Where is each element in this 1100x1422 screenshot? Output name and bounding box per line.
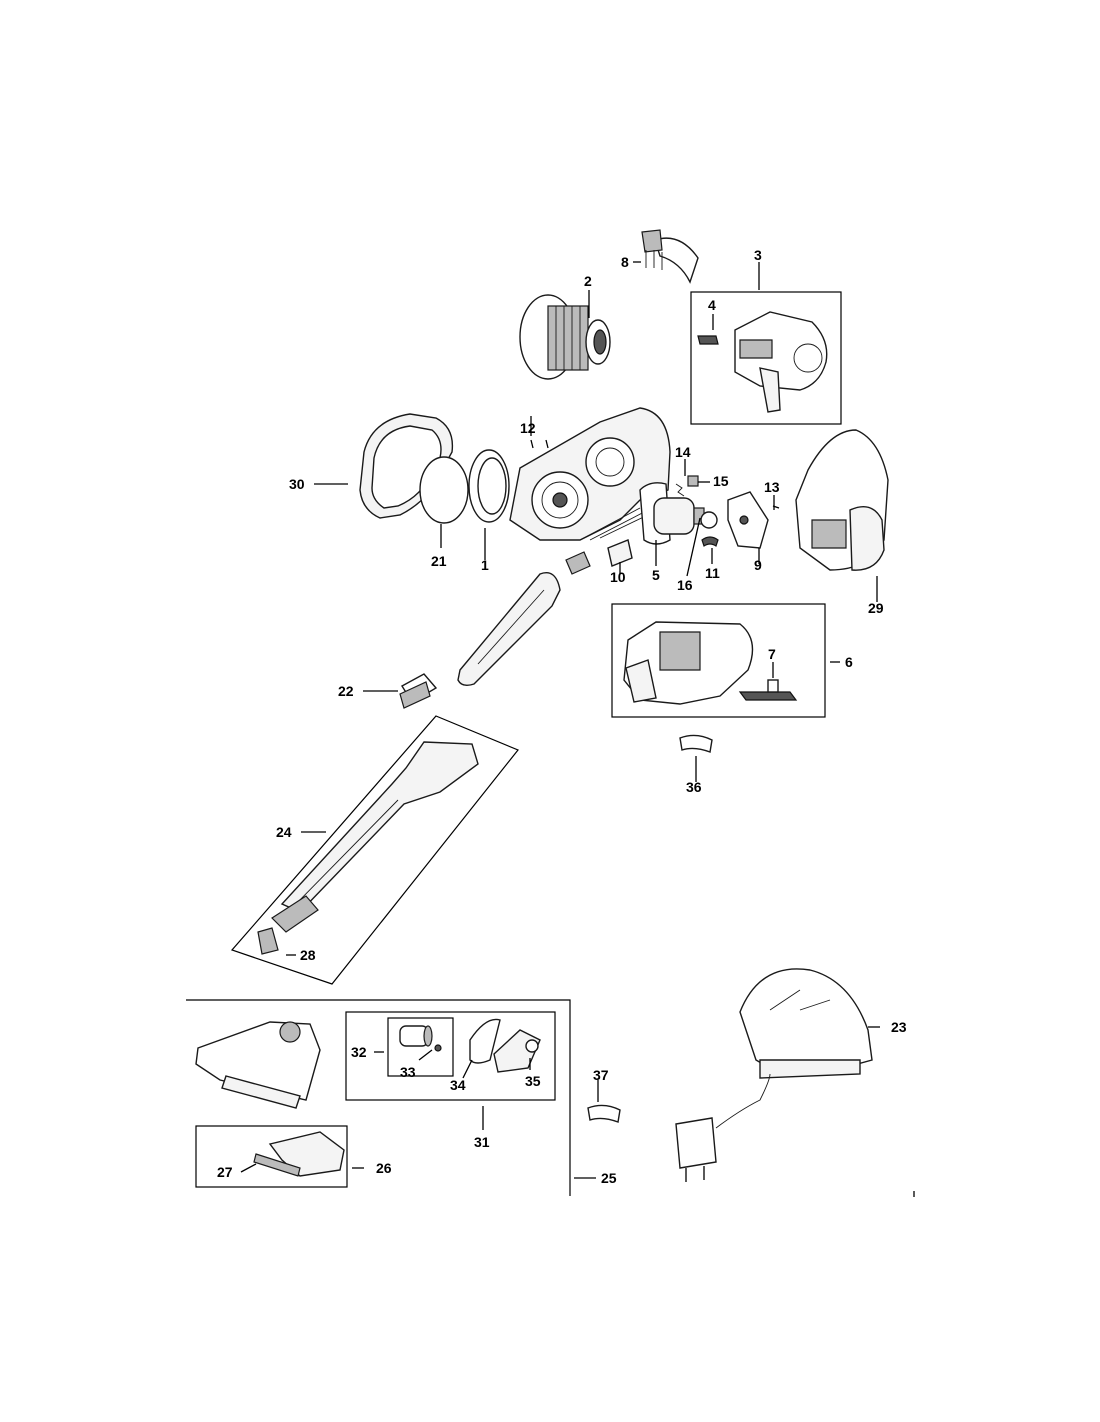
part-16-washer (700, 511, 718, 529)
label-part-32: 32 (351, 1044, 367, 1060)
part-23-dock (739, 968, 873, 1079)
part-15-connector (687, 475, 699, 487)
crevice-tool (457, 551, 591, 687)
part-31-box (345, 1011, 556, 1101)
part-34-belt (469, 1018, 501, 1064)
part-4-button (697, 335, 719, 345)
part-6-box (611, 603, 826, 718)
label-part-11: 11 (705, 565, 720, 581)
label-part-35: 35 (525, 1073, 541, 1089)
part-37-label (587, 1104, 621, 1123)
label-part-37: 37 (593, 1067, 609, 1083)
part-8-latch (641, 229, 699, 284)
charger-adapter (675, 1073, 771, 1182)
label-part-25: 25 (601, 1170, 617, 1186)
label-part-27: 27 (217, 1164, 233, 1180)
label-part-15: 15 (713, 473, 729, 489)
label-part-12: 12 (520, 420, 536, 436)
label-part-36: 36 (686, 779, 702, 795)
label-part-6: 6 (845, 654, 853, 670)
part-14-spring (675, 483, 685, 497)
label-part-24: 24 (276, 824, 292, 840)
label-part-22: 22 (338, 683, 354, 699)
part-7-pcb (738, 679, 798, 701)
part-28-clip (257, 927, 279, 955)
label-part-16: 16 (677, 577, 693, 593)
part-3-cover (734, 311, 828, 413)
label-part-33: 33 (400, 1064, 416, 1080)
part-32-motor (399, 1025, 433, 1047)
part-9-plate (727, 491, 769, 549)
label-part-13: 13 (764, 479, 780, 495)
label-part-26: 26 (376, 1160, 392, 1176)
label-part-9: 9 (754, 557, 762, 573)
label-part-2: 2 (584, 273, 592, 289)
part-5-motor (639, 482, 705, 545)
label-part-1: 1 (481, 557, 489, 573)
label-part-28: 28 (300, 947, 316, 963)
label-part-8: 8 (621, 254, 629, 270)
label-part-10: 10 (610, 569, 626, 585)
part-24-box (230, 715, 519, 985)
part-26-box (195, 1125, 348, 1188)
leader-lines (240, 261, 880, 1179)
part-22-brush (399, 673, 438, 709)
label-part-23: 23 (891, 1019, 907, 1035)
part-24-wand (271, 741, 479, 933)
part-2-filter (519, 294, 611, 380)
label-part-14: 14 (675, 444, 691, 460)
part-36-label (679, 734, 713, 753)
part-3-box (690, 291, 842, 425)
part-number-labels: 8 2 3 4 12 14 15 13 30 21 1 5 10 16 11 9… (217, 247, 907, 1186)
label-part-5: 5 (652, 567, 660, 583)
part-1-ring (468, 449, 510, 523)
part-33-screw (434, 1044, 442, 1052)
label-part-29: 29 (868, 600, 884, 616)
main-housing (509, 407, 671, 541)
part-30-bumper (359, 413, 454, 519)
part-27-brushroll (253, 1153, 301, 1177)
label-part-31: 31 (474, 1134, 490, 1150)
part-32-box (387, 1017, 454, 1077)
label-part-3: 3 (754, 247, 762, 263)
part-25-frame (186, 999, 571, 1196)
label-part-34: 34 (450, 1077, 466, 1093)
part-29-rear-housing (795, 429, 889, 571)
label-part-4: 4 (708, 297, 716, 313)
label-part-21: 21 (431, 553, 447, 569)
label-part-7: 7 (768, 646, 776, 662)
part-6-base-housing (623, 621, 754, 705)
label-part-30: 30 (289, 476, 305, 492)
part-11-clip (701, 536, 719, 547)
floor-head (195, 1021, 321, 1109)
part-10-gasket (607, 539, 633, 567)
part-21-prefilter (419, 456, 469, 524)
part-35-gearbox (493, 1029, 541, 1073)
